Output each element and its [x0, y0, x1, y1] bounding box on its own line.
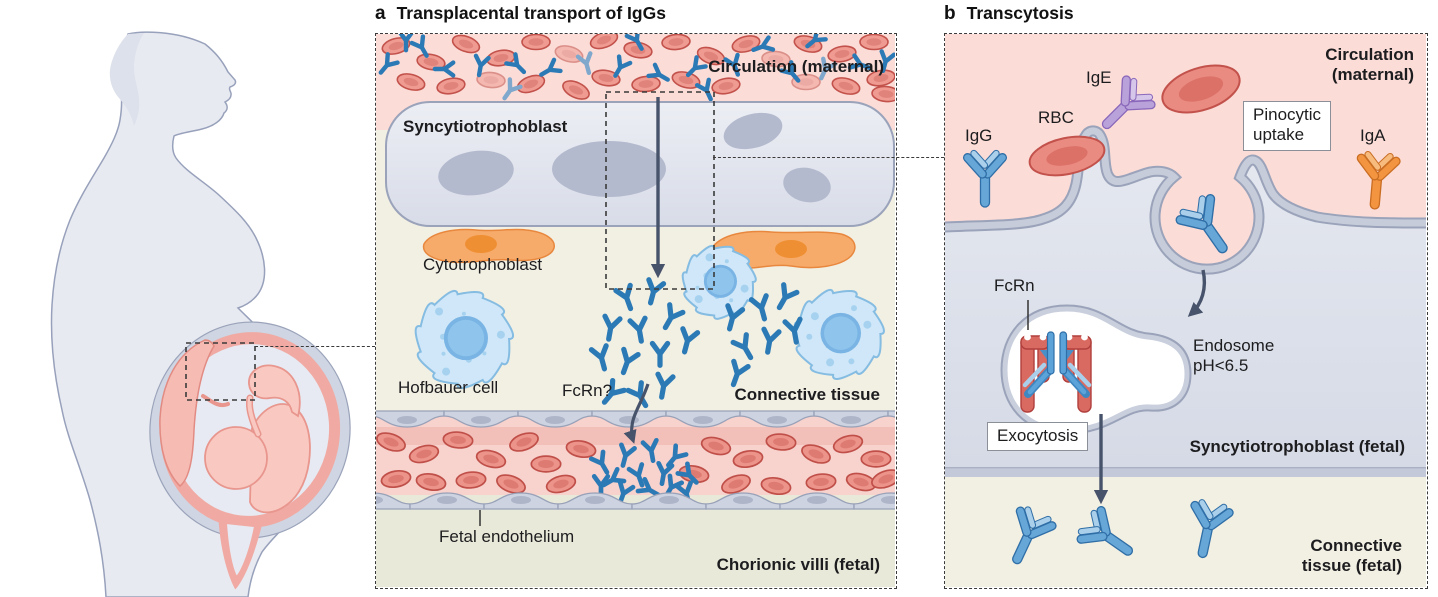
- fcrn-receptor-complex: [1020, 331, 1092, 413]
- label-connective-tissue-fetal: Connective tissue (fetal): [1301, 536, 1402, 576]
- basal-membrane: [945, 467, 1426, 477]
- label-syncytiotrophoblast-fetal: Syncytiotrophoblast (fetal): [1189, 437, 1405, 456]
- label-hofbauer-cell: Hofbauer cell: [398, 378, 499, 397]
- uptake-arrow: [1187, 269, 1207, 317]
- panel-b-artwork: [945, 34, 1426, 587]
- hair: [109, 33, 144, 126]
- rbc-icon: [859, 34, 889, 51]
- hofbauer-cell-icon: [414, 289, 515, 390]
- label-igg: IgG: [965, 126, 993, 145]
- panel-a-title: a Transplacental transport of IgGs: [375, 3, 666, 25]
- connector-placenta-to-panel-a: [255, 346, 375, 347]
- panel-b-title-text: Transcytosis: [966, 3, 1074, 23]
- panel-b-title: b Transcytosis: [944, 3, 1074, 25]
- panel-b-letter: b: [944, 3, 956, 24]
- panel-b: Circulation (maternal) IgG RBC IgE Pinoc…: [944, 33, 1428, 589]
- rbc-icon: [1161, 64, 1241, 114]
- panel-a-artwork: [376, 34, 895, 587]
- label-ige: IgE: [1086, 68, 1112, 87]
- hofbauer-cell-icon: [793, 288, 885, 380]
- panel-a-letter: a: [375, 3, 386, 24]
- syncytiotrophoblast-nuclei: [438, 112, 831, 203]
- rbc-icon: [521, 34, 551, 51]
- pinocytic-uptake-box: Pinocytic uptake: [1243, 101, 1332, 151]
- label-fcrn: FcRn: [994, 276, 1035, 295]
- placenta: [159, 339, 215, 488]
- pregnant-woman-illustration: [50, 31, 351, 597]
- rbc-icon: [860, 450, 892, 468]
- label-endosome: Endosome pH<6.5: [1193, 336, 1275, 376]
- zoom-region-box: [605, 91, 715, 290]
- label-syncytiotrophoblast: Syncytiotrophoblast: [403, 117, 568, 136]
- fetus: [204, 364, 311, 514]
- umbilical-cord: [201, 394, 230, 407]
- panel-a: Circulation (maternal) Syncytiotrophobla…: [375, 33, 897, 589]
- endosome: [1000, 304, 1192, 435]
- rbc-icon: [1028, 135, 1106, 177]
- fcrn-transfer-arrow: [623, 383, 650, 444]
- label-iga: IgA: [1360, 126, 1386, 145]
- label-fetal-endothelium: Fetal endothelium: [439, 527, 575, 546]
- igg-bound-to-fcrn: [1022, 331, 1092, 398]
- label-fcrn-question: FcRn?: [562, 381, 613, 400]
- label-circulation-maternal-b: Circulation (maternal): [1325, 45, 1414, 85]
- label-chorionic-villi: Chorionic villi (fetal): [716, 555, 880, 574]
- label-connective-tissue: Connective tissue: [734, 385, 881, 404]
- connector-panel-a-to-panel-b: [713, 157, 944, 158]
- rbc-icon: [530, 455, 562, 473]
- panel-a-title-text: Transplacental transport of IgGs: [396, 3, 666, 23]
- label-circulation-maternal: Circulation (maternal): [708, 57, 884, 76]
- label-cytotrophoblast: Cytotrophoblast: [423, 255, 543, 274]
- exocytosis-box: Exocytosis: [987, 422, 1089, 452]
- label-rbc: RBC: [1038, 108, 1074, 127]
